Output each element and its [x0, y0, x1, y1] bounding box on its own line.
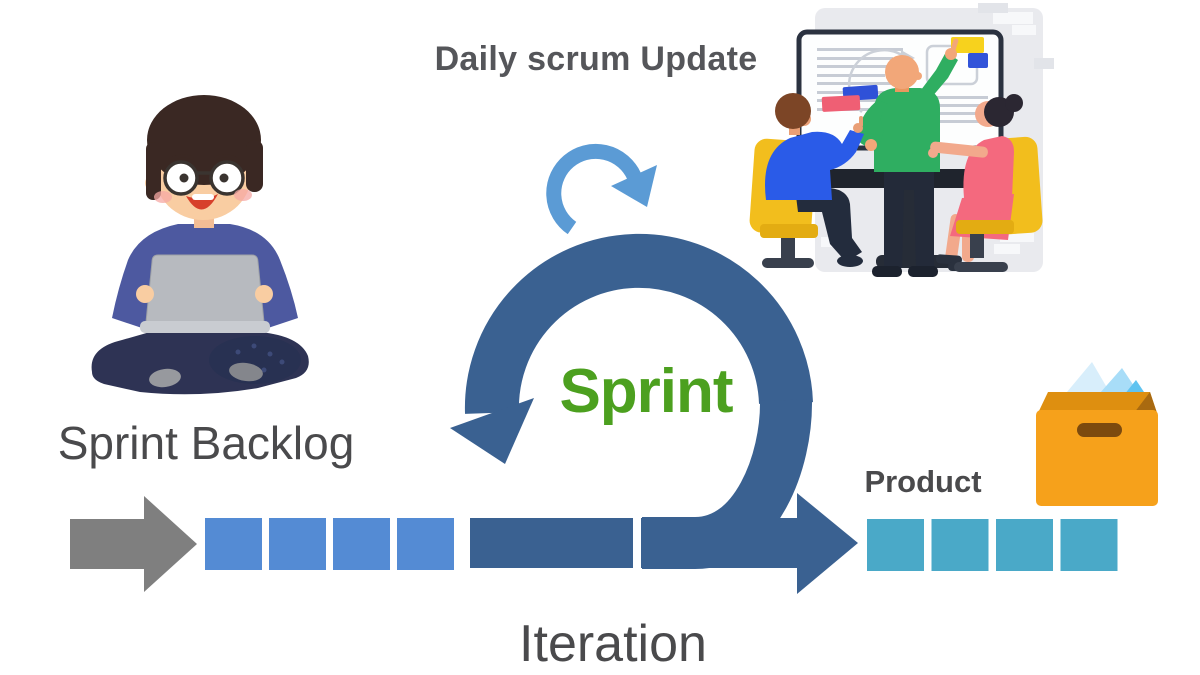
sprint-loop-arrow-icon: [450, 234, 858, 594]
scrum-meeting-illustration: [749, 3, 1054, 277]
backlog-square: [205, 518, 262, 570]
blush: [234, 189, 252, 201]
shoe: [149, 368, 181, 388]
iteration-arrowhead: [797, 493, 858, 594]
iteration-bar-mid: [470, 518, 633, 568]
sticky-note-pink: [821, 95, 861, 112]
sprint-backlog-label: Sprint Backlog: [57, 417, 355, 469]
blush: [154, 191, 172, 203]
brown-hair-head: [775, 93, 811, 129]
hand: [255, 285, 273, 303]
daily-scrum-loop-arrow-icon: [546, 143, 657, 235]
eyebrow: [168, 154, 194, 162]
glasses: [163, 160, 245, 196]
box-front: [1036, 410, 1158, 506]
bald-head: [885, 55, 919, 89]
hair-bun: [1005, 94, 1023, 112]
box-rim: [1038, 392, 1157, 413]
standing-person-green: [857, 38, 959, 277]
eyebrow: [214, 154, 240, 162]
sprint-label: Sprint: [559, 357, 733, 426]
backlog-task-squares: [205, 518, 454, 570]
sitting-person-blue: [749, 93, 864, 268]
developer-with-laptop-illustration: [91, 95, 309, 395]
box-rim-shadow: [1134, 392, 1157, 413]
sticky-note-blue-small: [968, 53, 988, 68]
product-square: [931, 519, 989, 571]
flow-arrow-icon: [70, 496, 197, 592]
laptop-base: [140, 321, 270, 333]
gray-arrowhead: [144, 496, 197, 592]
sticky-note-yellow: [951, 37, 984, 53]
product-square: [996, 519, 1053, 571]
box-handle: [1077, 423, 1122, 437]
sprint-loop-arc: [464, 234, 813, 414]
backlog-square: [333, 518, 390, 570]
hand: [136, 285, 154, 303]
product-square: [1060, 519, 1118, 571]
sprint-loop-arrowhead: [450, 398, 534, 464]
gray-arrow-body: [70, 519, 144, 569]
product-label: Product: [864, 464, 982, 499]
product-box-icon: [1036, 362, 1158, 506]
daily-scrum-update-label: Daily scrum Update: [434, 40, 758, 78]
product-increment-squares: [867, 519, 1118, 571]
product-square: [867, 519, 924, 571]
sitting-person-pink: [928, 94, 1043, 272]
backlog-square: [397, 518, 454, 570]
shoe: [229, 362, 263, 382]
laptop-screen: [145, 254, 265, 323]
iteration-label: Iteration: [519, 615, 707, 673]
backlog-square: [269, 518, 326, 570]
loop-arrowhead: [611, 165, 657, 207]
